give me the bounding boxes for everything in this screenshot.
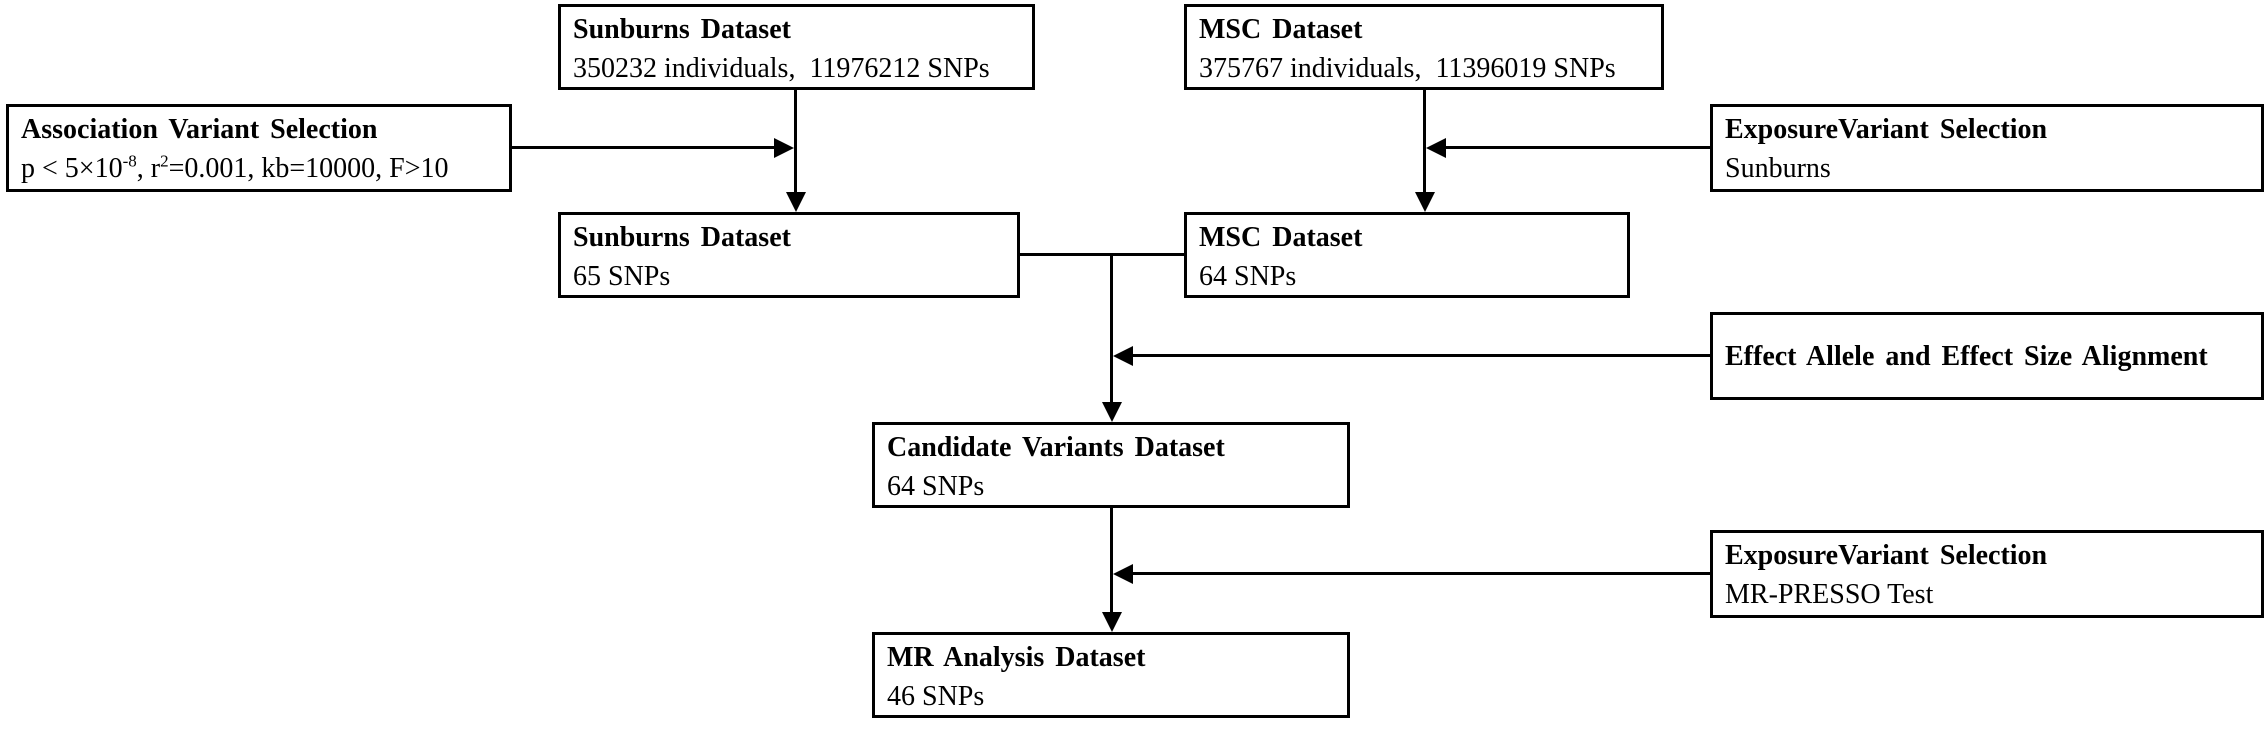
- box-title: ExposureVariant Selection: [1725, 114, 2048, 145]
- box-subtitle: 46 SNPs: [887, 681, 985, 712]
- connector-exposure-selection-sunburns-line: [1446, 146, 1710, 149]
- box-effect-allele-alignment: Effect Allele and Effect Size Alignment: [1710, 312, 2264, 400]
- box-title: Candidate Variants Dataset: [887, 432, 1225, 463]
- box-sunburns-dataset-raw: Sunburns Dataset 350232 individuals, 119…: [558, 4, 1035, 90]
- box-subtitle: Sunburns: [1725, 153, 1831, 184]
- arrowhead-right-association-selection: [774, 138, 794, 158]
- criteria-text: , r: [136, 153, 161, 184]
- connector-bridge-to-candidate-line: [1110, 253, 1113, 402]
- box-title: Sunburns Dataset: [573, 222, 791, 253]
- connector-sunburns-raw-to-filtered-line: [794, 90, 797, 194]
- connector-effect-alignment-line: [1133, 354, 1710, 357]
- box-subtitle: MR-PRESSO Test: [1725, 579, 1934, 610]
- box-title: MSC Dataset: [1199, 222, 1363, 253]
- connector-msc-raw-to-filtered-line: [1423, 90, 1426, 194]
- criteria-superscript: -8: [122, 151, 137, 171]
- box-candidate-variants-dataset: Candidate Variants Dataset 64 SNPs: [872, 422, 1350, 508]
- box-title: Association Variant Selection: [21, 114, 378, 145]
- box-msc-dataset-raw: MSC Dataset 375767 individuals, 11396019…: [1184, 4, 1664, 90]
- arrowhead-left-exposure-selection-sunburns: [1426, 138, 1446, 158]
- arrowhead-down-into-mr-analysis: [1102, 612, 1122, 632]
- arrowhead-down-into-msc-filtered: [1415, 192, 1435, 212]
- box-title: ExposureVariant Selection: [1725, 540, 2048, 571]
- box-subtitle: p < 5×10-8, r2=0.001, kb=10000, F>10: [21, 149, 497, 188]
- arrowhead-left-effect-alignment: [1113, 346, 1133, 366]
- box-title: Sunburns Dataset: [573, 14, 791, 45]
- box-subtitle: 64 SNPs: [1199, 261, 1297, 292]
- connector-filtered-datasets-bridge-line: [1020, 253, 1184, 256]
- connector-candidate-to-mr-analysis-line: [1110, 508, 1113, 612]
- arrowhead-down-into-sunburns-filtered: [786, 192, 806, 212]
- box-title: MSC Dataset: [1199, 14, 1363, 45]
- connector-association-selection-line: [512, 146, 774, 149]
- box-subtitle: 65 SNPs: [573, 261, 671, 292]
- criteria-text: =0.001, kb=10000, F>10: [168, 153, 449, 184]
- box-exposure-variant-selection-sunburns: ExposureVariant Selection Sunburns: [1710, 104, 2264, 192]
- box-title: Effect Allele and Effect Size Alignment: [1725, 340, 2208, 372]
- box-subtitle: 64 SNPs: [887, 471, 985, 502]
- criteria-superscript: 2: [160, 151, 169, 171]
- arrowhead-left-mr-presso-selection: [1113, 564, 1133, 584]
- arrowhead-down-into-candidate-variants: [1102, 402, 1122, 422]
- box-subtitle: 375767 individuals, 11396019 SNPs: [1199, 53, 1616, 84]
- box-exposure-variant-selection-mr-presso: ExposureVariant Selection MR-PRESSO Test: [1710, 530, 2264, 618]
- criteria-text: p < 5×10: [21, 153, 123, 184]
- box-subtitle: 350232 individuals, 11976212 SNPs: [573, 53, 990, 84]
- box-msc-dataset-filtered: MSC Dataset 64 SNPs: [1184, 212, 1630, 298]
- box-association-variant-selection: Association Variant Selection p < 5×10-8…: [6, 104, 512, 192]
- box-sunburns-dataset-filtered: Sunburns Dataset 65 SNPs: [558, 212, 1020, 298]
- connector-mr-presso-selection-line: [1133, 572, 1710, 575]
- box-title: MR Analysis Dataset: [887, 642, 1146, 673]
- box-mr-analysis-dataset: MR Analysis Dataset 46 SNPs: [872, 632, 1350, 718]
